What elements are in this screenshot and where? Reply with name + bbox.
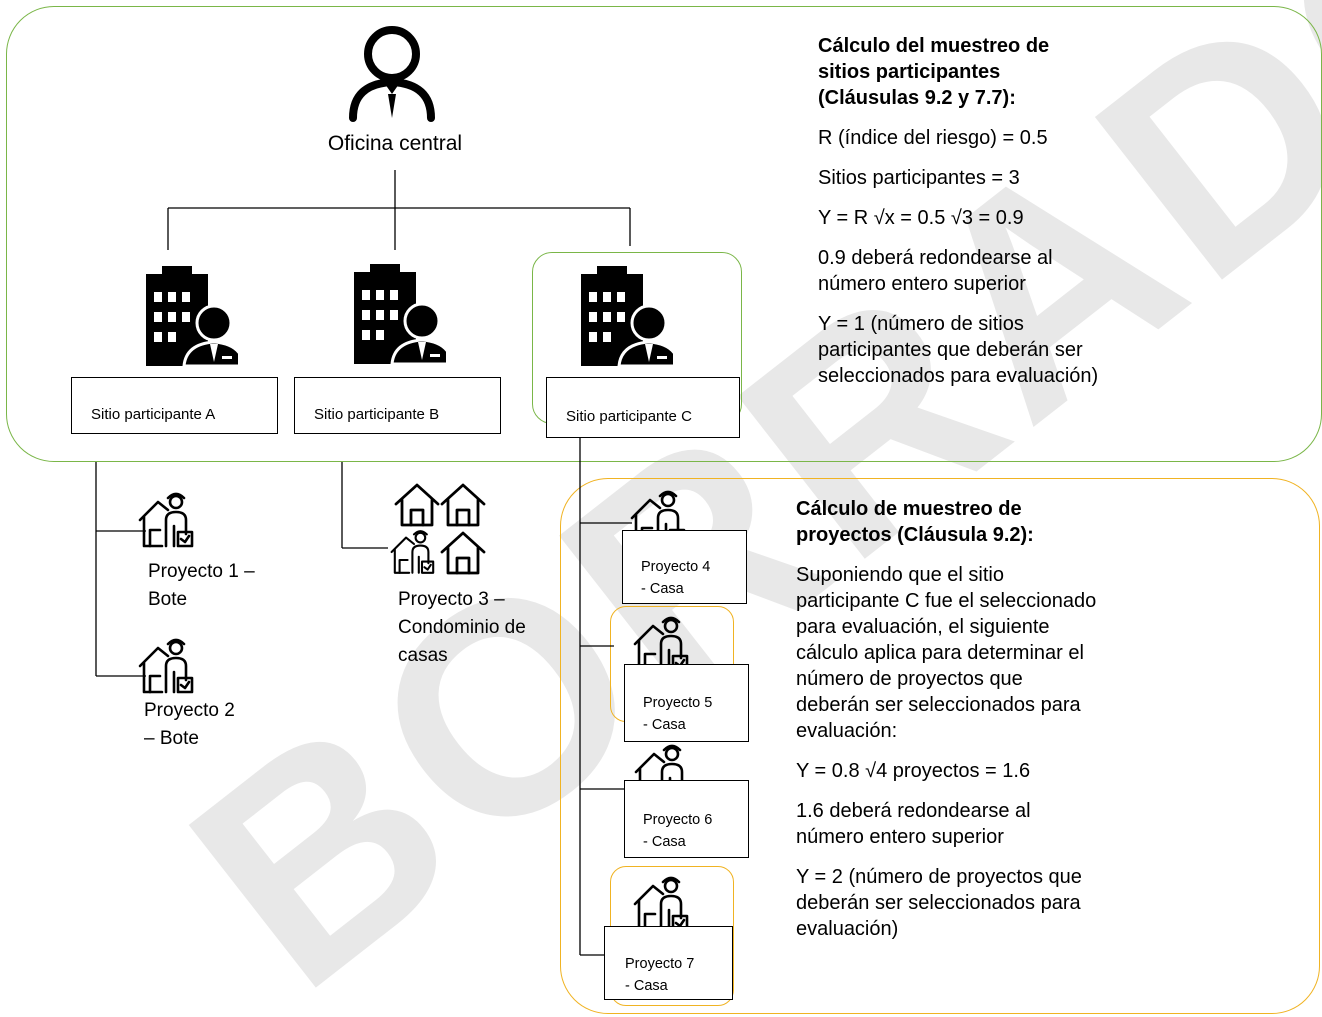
project-7-box: Proyecto 7 - Casa (604, 926, 733, 1000)
site-a-box: Sitio participante A (71, 377, 278, 434)
project-calc-line: 1.6 deberá redondearse al número entero … (796, 800, 1031, 848)
project-sampling-panel (560, 478, 1320, 1014)
head-office-label: Oficina central (327, 132, 463, 155)
site-calc-line: R (índice del riesgo) = 0.5 (818, 127, 1048, 149)
site-b-label: Sitio participante B (314, 406, 440, 423)
project-calc-line: Y = 2 (número de proyectos que deberán s… (796, 866, 1082, 940)
site-b-box: Sitio participante B (294, 377, 501, 434)
project-2-label: Proyecto 2 – Bote (144, 700, 235, 749)
site-b-building-icon (354, 264, 446, 364)
site-calc-line: Y = R √x = 0.5 √3 = 0.9 (818, 207, 1024, 229)
project-6-box: Proyecto 6 - Casa (624, 780, 749, 858)
project-5-box: Proyecto 5 - Casa (624, 664, 749, 742)
site-sampling-calculation: Cálculo del muestreo de sitios participa… (818, 33, 1158, 403)
project-6-house-worker-icon (634, 744, 690, 782)
project-5-house-worker-icon (633, 616, 689, 666)
site-a-label: Sitio participante A (91, 406, 216, 423)
project-3-label: Proyecto 3 – Condominio de casas (398, 589, 526, 666)
site-calc-line: 0.9 deberá redondearse al número entero … (818, 247, 1053, 295)
project-7-label: Proyecto 7 - Casa (625, 956, 695, 994)
project-1-house-worker-icon (138, 490, 198, 550)
site-calc-line: Sitios participantes = 3 (818, 167, 1020, 189)
house-icon (440, 530, 486, 576)
project-4-label: Proyecto 4 - Casa (641, 559, 711, 597)
project-1-label: Proyecto 1 – Bote (148, 561, 255, 610)
project-calc-title: Cálculo de muestreo de proyectos (Cláusu… (796, 498, 1034, 546)
project-4-box: Proyecto 4 - Casa (622, 530, 747, 604)
site-calc-line: Y = 1 (número de sitios participantes qu… (818, 313, 1099, 387)
project-7-house-worker-icon (633, 876, 689, 926)
project-sampling-calculation: Cálculo de muestreo de proyectos (Cláusu… (796, 496, 1166, 956)
condominium-houses-icon (394, 482, 490, 578)
site-a-building-icon (146, 266, 238, 366)
project-5-label: Proyecto 5 - Casa (643, 695, 713, 733)
site-calc-title: Cálculo del muestreo de sitios participa… (818, 35, 1050, 109)
house-worker-icon (390, 528, 438, 576)
project-calc-line: Y = 0.8 √4 proyectos = 1.6 (796, 760, 1031, 782)
house-icon (394, 482, 440, 528)
project-calc-line: Suponiendo que el sitio participante C f… (796, 564, 1097, 742)
site-c-box: Sitio participante C (546, 377, 740, 438)
project-6-label: Proyecto 6 - Casa (643, 812, 713, 850)
site-c-building-icon (581, 266, 673, 366)
house-icon (440, 482, 486, 528)
site-c-label: Sitio participante C (566, 408, 692, 425)
project-2-house-worker-icon (138, 636, 198, 696)
head-office-person-icon (349, 26, 435, 122)
project-4-house-worker-icon (630, 490, 686, 530)
